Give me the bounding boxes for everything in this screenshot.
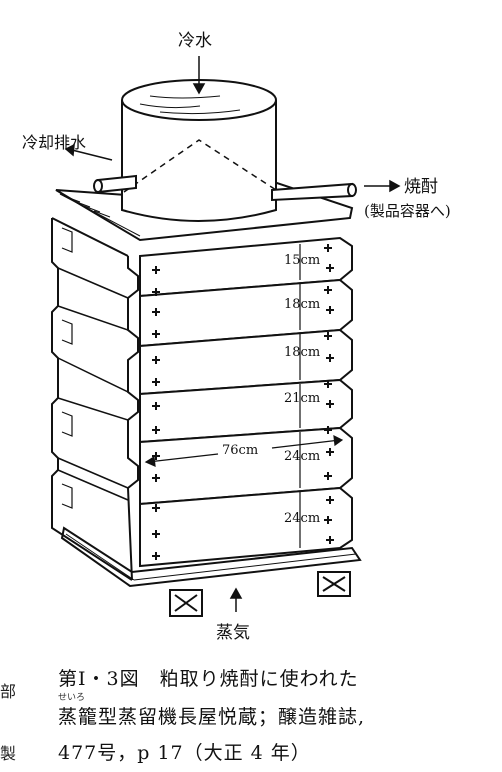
left-edge-fragment: 製 bbox=[0, 744, 17, 763]
plus-marker bbox=[152, 426, 160, 434]
product-container-label: (製品容器へ) bbox=[364, 202, 451, 220]
steam-label: 蒸気 bbox=[216, 623, 250, 643]
plus-marker bbox=[152, 288, 160, 296]
plus-marker bbox=[324, 472, 332, 480]
plus-marker bbox=[326, 536, 334, 544]
plus-marker bbox=[152, 504, 160, 512]
stack-front-tiers bbox=[139, 236, 353, 568]
plus-marker bbox=[324, 380, 332, 388]
plus-marker bbox=[152, 474, 160, 482]
flow-arrows bbox=[64, 56, 401, 612]
plus-marker bbox=[324, 286, 332, 294]
plus-marker bbox=[152, 402, 160, 410]
caption-line-2: 蒸籠型蒸留機長屋悦蔵；醸造雑誌, bbox=[58, 706, 366, 728]
plus-marker bbox=[326, 496, 334, 504]
plus-marker bbox=[152, 530, 160, 538]
plus-marker bbox=[324, 244, 332, 252]
width-dimension-label: 76cm bbox=[222, 443, 258, 458]
stack-left-side bbox=[51, 217, 139, 581]
cold-water-bucket bbox=[121, 79, 277, 222]
tier-markers bbox=[152, 244, 334, 560]
plus-marker bbox=[152, 330, 160, 338]
plus-marker bbox=[152, 452, 160, 460]
caption-line-1: 第Ⅰ・3図 粕取り焼酎に使われた bbox=[58, 668, 359, 690]
plus-marker bbox=[152, 378, 160, 386]
cooling-drain-label: 冷却排水 bbox=[22, 133, 86, 152]
pipes bbox=[93, 174, 357, 202]
plus-marker bbox=[324, 516, 332, 524]
tier-dimension-label: 15cm bbox=[284, 253, 320, 268]
plus-marker bbox=[152, 266, 160, 274]
shochu-label: 焼酎 bbox=[404, 177, 438, 197]
left-edge-fragment: 部 bbox=[0, 682, 17, 701]
condensing-cone bbox=[123, 139, 277, 193]
plus-marker bbox=[152, 552, 160, 560]
caption-ruby: せいろ bbox=[58, 693, 86, 703]
plus-marker bbox=[326, 448, 334, 456]
tier-dimension-label: 18cm bbox=[284, 345, 320, 360]
plus-marker bbox=[152, 356, 160, 364]
plus-marker bbox=[326, 400, 334, 408]
plus-marker bbox=[324, 426, 332, 434]
plus-marker bbox=[326, 306, 334, 314]
plus-marker bbox=[326, 354, 334, 362]
width-dimension bbox=[144, 434, 344, 467]
tier-dimension-labels: 15cm 18cm 18cm 21cm 24cm 24cm bbox=[284, 253, 320, 526]
caption-line-3: 477号，p 17（大正 4 年） bbox=[58, 742, 311, 764]
cold-water-label: 冷水 bbox=[178, 31, 212, 51]
tier-dimension-label: 18cm bbox=[284, 297, 320, 312]
tier-dimension-label: 24cm bbox=[284, 449, 320, 464]
bottom-plate bbox=[60, 526, 362, 588]
plus-marker bbox=[324, 332, 332, 340]
base-skids bbox=[169, 571, 351, 617]
plus-marker bbox=[326, 264, 334, 272]
tier-dimension-label: 24cm bbox=[284, 511, 320, 526]
tier-dimension-label: 21cm bbox=[284, 391, 320, 406]
plus-marker bbox=[152, 308, 160, 316]
